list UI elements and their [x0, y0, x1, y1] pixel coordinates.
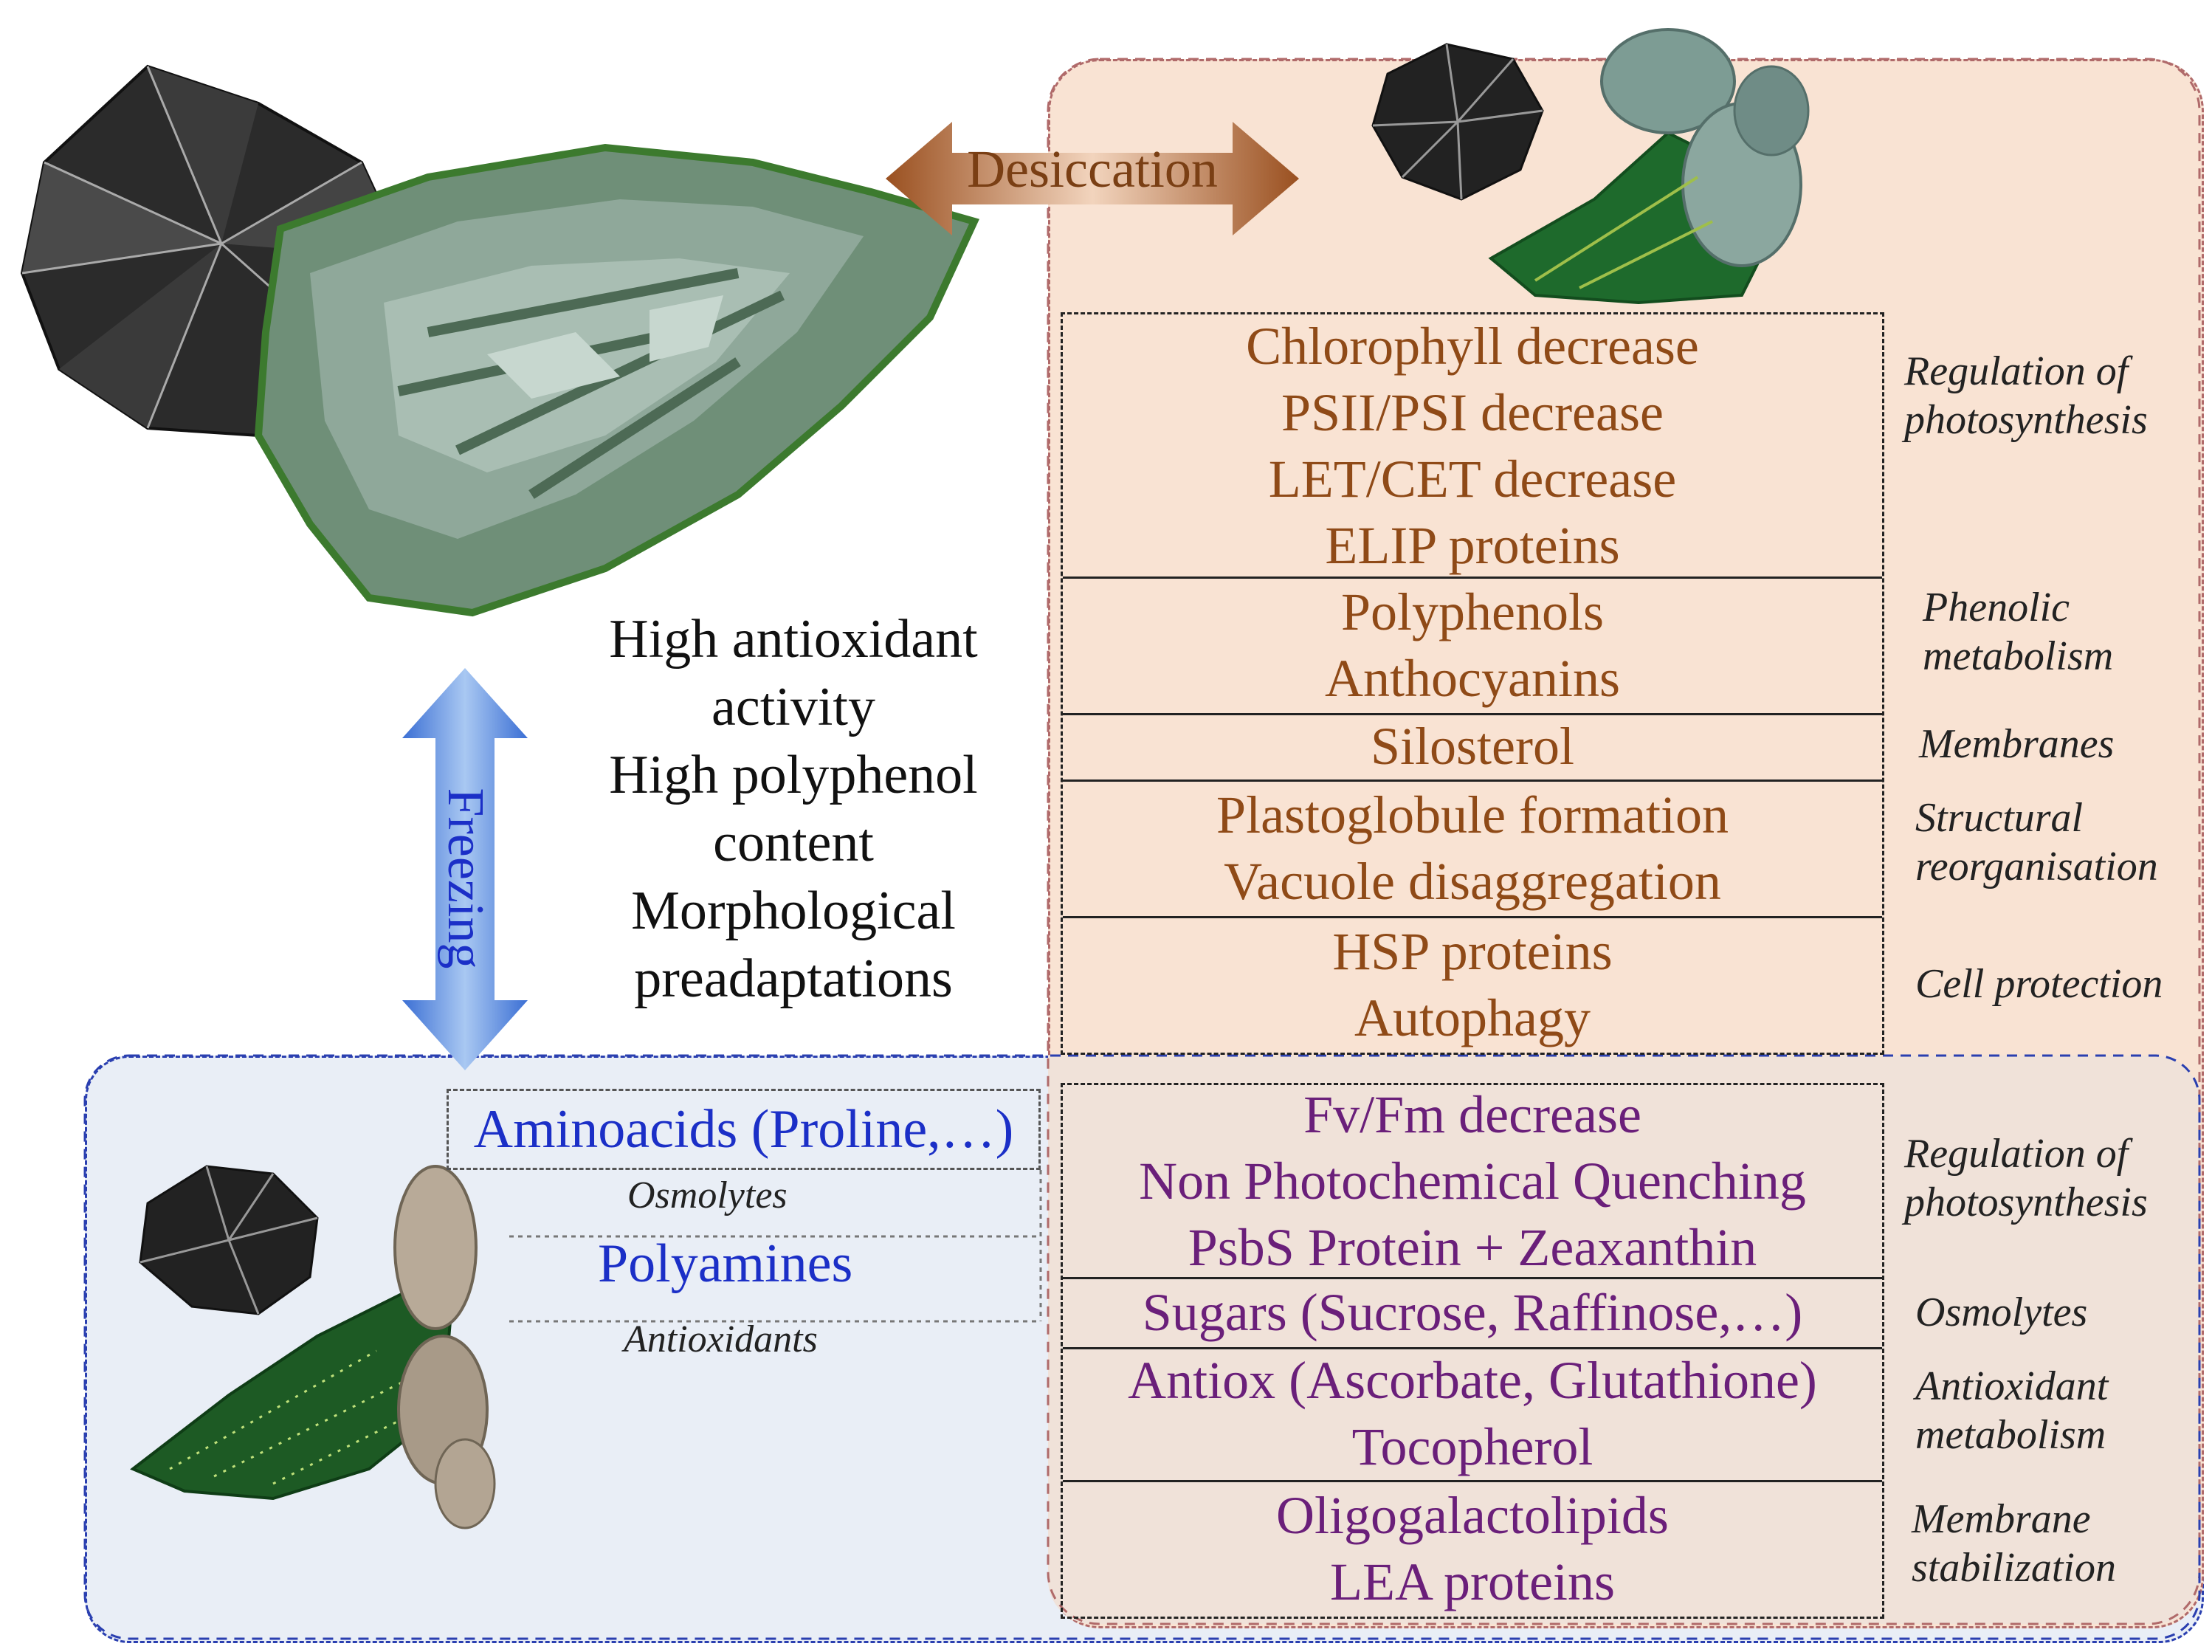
desiccation-row-membranes: Silosterol: [1063, 713, 1882, 779]
desiccation-item: Vacuole disaggregation: [1224, 851, 1721, 911]
freezing-category: Membrane stabilization: [1912, 1495, 2116, 1592]
freezing-item: Antiox (Ascorbate, Glutathione): [1128, 1351, 1817, 1410]
freezing-double-arrow: [402, 668, 528, 1070]
freezing-row-photosynthesis: Fv/Fm decrease Non Photochemical Quenchi…: [1063, 1085, 1882, 1277]
lichen-illustration-large: [20, 64, 979, 617]
category-line: Structural: [1915, 795, 2084, 841]
desiccation-item: LET/CET decrease: [1268, 449, 1677, 509]
category-line: metabolism: [1915, 1412, 2106, 1458]
desiccation-item: PSII/PSI decrease: [1281, 382, 1664, 442]
desiccation-item: Plastoglobule formation: [1216, 785, 1729, 844]
freezing-row-membrane: Oligogalactolipids LEA proteins: [1063, 1480, 1882, 1617]
freezing-category: Antioxidant metabolism: [1915, 1362, 2108, 1459]
category-line: metabolism: [1923, 633, 2114, 679]
desiccation-item: Anthocyanins: [1325, 648, 1620, 708]
row-divider: [1063, 1480, 1882, 1482]
desiccation-row-cell-protection: HSP proteins Autophagy: [1063, 916, 1882, 1053]
category-line: Cell protection: [1915, 961, 2163, 1007]
shared-traits-text: High antioxidant activity High polypheno…: [539, 605, 1048, 1013]
lichen-illustration-desiccated: [1371, 28, 1810, 305]
category-line: Membrane: [1912, 1496, 2091, 1542]
shared-trait-line: High antioxidant: [609, 609, 978, 670]
antioxidants-label: Antioxidants: [624, 1318, 818, 1360]
curled-thallus: [1488, 28, 1810, 305]
green-thallus-frozen: [130, 1165, 496, 1529]
desiccation-label: Desiccation: [967, 140, 1218, 199]
aminoacids-box: [447, 1089, 1041, 1170]
aminoacids-label: Aminoacids (Proline,…): [473, 1099, 1014, 1160]
row-divider: [1063, 577, 1882, 579]
desiccation-row-structural: Plastoglobule formation Vacuole disaggre…: [1063, 779, 1882, 916]
shared-trait-line: High polyphenol: [609, 745, 978, 805]
freezing-item: Tocopherol: [1351, 1417, 1593, 1476]
desiccation-category: Structural reorganisation: [1915, 794, 2158, 891]
freezing-category: Regulation of photosynthesis: [1904, 1129, 2148, 1227]
category-line: Antioxidant: [1915, 1363, 2109, 1409]
shared-trait-line: content: [713, 813, 874, 873]
freezing-label-box: Freezing: [437, 768, 494, 989]
desiccation-row-photosynthesis: Chlorophyll decrease PSII/PSI decrease L…: [1063, 314, 1882, 577]
category-line: photosynthesis: [1904, 397, 2148, 443]
desiccation-category: Membranes: [1919, 720, 2114, 768]
row-divider: [1063, 1277, 1882, 1279]
freezing-category: Osmolytes: [1915, 1288, 2087, 1337]
category-line: reorganisation: [1915, 844, 2158, 889]
shared-trait-line: activity: [712, 677, 875, 737]
desiccation-row-phenolic: Polyphenols Anthocyanins: [1063, 577, 1882, 713]
osmolytes-label: Osmolytes: [627, 1174, 788, 1216]
freezing-item: PsbS Protein + Zeaxanthin: [1188, 1218, 1757, 1277]
lichen-illustration-frozen: [130, 1165, 496, 1529]
freezing-label: Freezing: [437, 788, 494, 969]
category-line: Regulation of: [1904, 1131, 2129, 1177]
row-divider: [1063, 779, 1882, 782]
desiccation-item: Polyphenols: [1340, 582, 1605, 641]
connector-lines: [509, 1170, 1042, 1323]
category-line: Regulation of: [1904, 348, 2129, 394]
row-divider: [1063, 1347, 1882, 1349]
row-divider: [1063, 713, 1882, 715]
freezing-item: Fv/Fm decrease: [1303, 1085, 1641, 1144]
freezing-item: Oligogalactolipids: [1276, 1485, 1669, 1545]
row-divider: [1063, 916, 1882, 918]
freezing-item: LEA proteins: [1330, 1552, 1615, 1611]
polyamines-label: Polyamines: [598, 1233, 853, 1294]
freezing-item: Sugars (Sucrose, Raffinose,…): [1142, 1282, 1803, 1342]
black-apothecium-frozen: [139, 1165, 319, 1315]
overlap-region: [1048, 1056, 2199, 1624]
desiccation-response-table: Chlorophyll decrease PSII/PSI decrease L…: [1061, 312, 1884, 1055]
desiccation-item: Chlorophyll decrease: [1246, 316, 1699, 376]
freezing-row-antioxidant: Antiox (Ascorbate, Glutathione) Tocopher…: [1063, 1347, 1882, 1480]
category-line: Phenolic: [1923, 585, 2070, 630]
desiccation-double-arrow: [886, 122, 1299, 235]
black-apothecium-small: [1371, 43, 1544, 201]
desiccation-category: Phenolic metabolism: [1923, 583, 2113, 681]
desiccation-item: HSP proteins: [1332, 921, 1613, 981]
desiccation-item: ELIP proteins: [1325, 515, 1620, 575]
desiccation-category: Cell protection: [1915, 960, 2163, 1008]
category-line: Osmolytes: [1915, 1290, 2088, 1335]
desiccation-category: Regulation of photosynthesis: [1904, 347, 2148, 444]
freezing-response-table: Fv/Fm decrease Non Photochemical Quenchi…: [1061, 1083, 1884, 1619]
green-thallus: [254, 143, 979, 617]
freezing-row-osmolytes: Sugars (Sucrose, Raffinose,…): [1063, 1277, 1882, 1347]
shared-trait-line: Morphological: [631, 881, 956, 941]
category-line: photosynthesis: [1904, 1180, 2148, 1225]
desiccation-item: Silosterol: [1370, 717, 1574, 776]
desiccation-item: Autophagy: [1354, 988, 1591, 1047]
freezing-item: Non Photochemical Quenching: [1139, 1152, 1806, 1211]
category-line: stabilization: [1912, 1545, 2116, 1591]
category-line: Membranes: [1919, 721, 2115, 767]
shared-trait-line: preadaptations: [634, 949, 953, 1009]
